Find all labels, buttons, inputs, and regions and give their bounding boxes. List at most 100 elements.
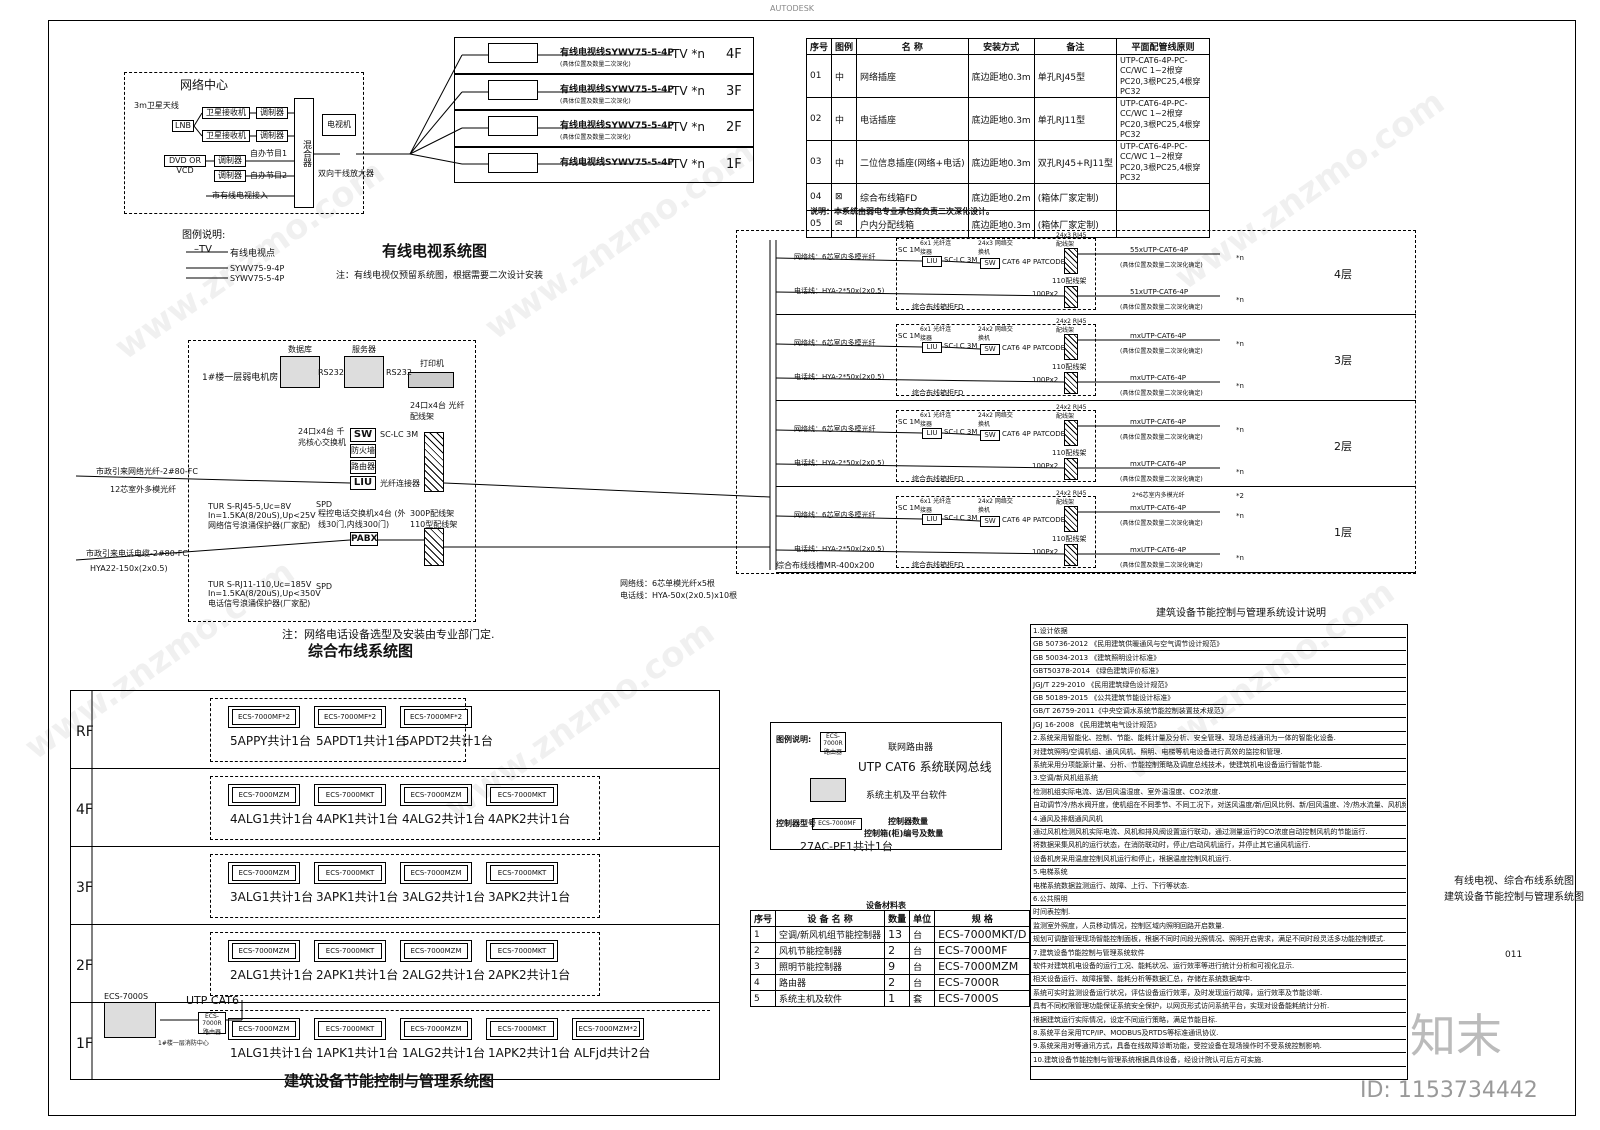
cab-sc: SC 1M [898,246,921,254]
id-text: ID: 1153734442 [1360,1078,1538,1103]
cab-rj-box [1064,420,1078,446]
bms-controller-outer [314,1018,386,1040]
legend-cell: 综合布线箱FD [856,183,969,211]
cab-tel-box [1064,372,1078,394]
brand-logo: 知末 [1410,1009,1502,1063]
legend-cell: 03 [805,140,833,184]
bms-controller-box: ECS-7000MZM [232,865,296,881]
cab-sw-label: 24x2 网络交换机 [978,326,1013,342]
bms-floor-dash [210,776,600,840]
rs232-a: RS232 [318,368,344,377]
bms-legend-ctrl-type: 控制器型号 [776,819,816,828]
materials-cell: 系统主机及软件 [775,990,886,1007]
materials-cell: ECS-7000S [934,990,1031,1007]
bms-controller-label: 4ALG2共计1台 [402,812,486,826]
cab-tel-label: 电话线：HYA-2*50x(2x0.5) [794,287,885,295]
bms-controller-outer [486,784,558,806]
modulator-box-4: 调制器 [214,170,246,182]
wire [775,377,1065,383]
notes-line: 电梯系统数据监测运行、故障、上行、下行等状态. [1031,880,1406,893]
firewall-box: 防火墙 [350,444,376,458]
incoming-tel: 市政引来电话电缆-2#80-FC [86,549,188,558]
cab-liu: LIU [922,342,942,353]
legend-th: 序号 [805,38,833,55]
cab-fiber: 6x1 光纤连接器 [920,240,952,256]
printer-label: 打印机 [420,359,444,368]
catv-row [454,37,754,74]
cabling-title: 综合布线系统图 [308,642,414,660]
bms-controller-box: ECS-7000MKT [318,787,382,803]
bms-legend-box [770,722,1002,850]
network-center-box [124,72,364,214]
catv-floor-label: 3F [726,83,742,99]
cab-socket-n: *n [1236,254,1244,262]
bms-floor-label: 3F [76,880,93,896]
legend-tv: 有线电视点 [230,249,276,259]
frame300-label: 300P配线架 110型配线架 [410,509,458,529]
wire [775,291,1065,297]
cab-floor-name: 3层 [1334,354,1352,367]
bms-controller-box: ECS-7000MZM [404,943,468,959]
cab-fd-label: 综合布线箱柜FD [912,389,964,397]
bms-controller-box: ECS-7000MZM [232,787,296,803]
wire [941,346,981,350]
cab-line-sub: (具体位置及数量二次深化确定) [1120,390,1203,397]
modulator-box-1: 调制器 [256,107,288,119]
cab-floor-name: 1层 [1334,526,1352,539]
bms-controller-box: ECS-7000MZM [404,865,468,881]
notes-line: 9.系统采用对等通讯方式，具备在线故障诊断功能，受控设备在现场操作时不受系统控制… [1031,1040,1406,1054]
sheet-number: 011 [1505,950,1523,960]
cab-rj-box [1064,248,1078,274]
wire [75,539,351,561]
bms-controller-outer [314,940,386,962]
wire [193,125,203,137]
server-label: 服务器 [352,345,376,354]
cab-socket-n: *n [1236,554,1244,562]
wire [775,343,923,348]
wire [409,54,463,155]
legend-cell: 单孔RJ45型 [1033,54,1117,98]
lnb-box: LNB [172,120,194,132]
cab-110: 110配线架 [1052,449,1087,457]
bms-pc-label: ECS-7000S [104,992,149,1001]
cab-floor-divider [776,400,1416,401]
bms-controller-label: 1ALG2共计1台 [402,1046,486,1060]
catv-floor-label: 2F [726,120,742,135]
catv-cable-label: 有线电视线SYWV75-5-4P [560,121,675,131]
catv-tv-icon: TV *n [672,120,705,134]
incoming-net: 市政引来网络光纤-2#80-FC [96,467,198,476]
notes-line: 软件对建筑机电设备的运行工况、能耗状况、运行效率等进行统计分析和可视化显示. [1031,960,1406,973]
bms-controller-label: 2ALG1共计1台 [230,968,314,982]
bms-controller-label: 3APK2共计1台 [488,890,571,904]
legend-cell: 01 [805,54,833,98]
catv-cable-sub: (具体位置及数量二次深化) [560,61,631,68]
cab-sw-box: SW [980,430,1000,441]
cab-tel-box [1064,544,1078,566]
bms-controller-outer [400,862,472,884]
cab-rj-label: 24x3 RJ45配线架 [1056,232,1087,248]
cab-line2: 51xUTP-CAT6-4P [1130,288,1189,296]
cab-100: 100Px2 [1032,462,1059,470]
notes-line: 对建筑照明/空调机组、通风风机、照明、电梯等机电设备进行高效的监控和管理. [1031,746,1406,759]
cab-sclc: SC-LC 3M [944,342,978,350]
bms-floor-dash [210,1010,710,1011]
notes-line: 将数据采集风机的运行状态，在消防联动时，停止/启动风机运行，并停止其它通风机运行… [1031,839,1406,853]
cab-floor-divider [776,572,1416,573]
cab-line-sub: (具体位置及数量二次深化确定) [1120,262,1203,269]
bms-pc-sub: 1#楼一层消防中心 [158,1040,209,1047]
materials-cell: 1 [749,926,777,943]
frame300-box [424,528,444,566]
bms-controller-outer [314,706,386,728]
bms-controller-label: 4APK1共计1台 [316,812,399,826]
bms-controller-box: ECS-7000MZM [232,943,296,959]
wire [941,260,981,264]
notes-line: 规划可调整管理现场智能控制面板，根据不同时间段光照情况、照明开启需求，满足不同时… [1031,933,1406,947]
legend-cell: UTP-CAT6-4P-PC-CC/WC 1~2根穿PC20,3根PC25,4根… [1115,97,1211,141]
bms-controller-box: ECS-7000MF*2 [404,709,468,725]
materials-cell: 1 [884,990,911,1007]
wire [193,112,203,127]
